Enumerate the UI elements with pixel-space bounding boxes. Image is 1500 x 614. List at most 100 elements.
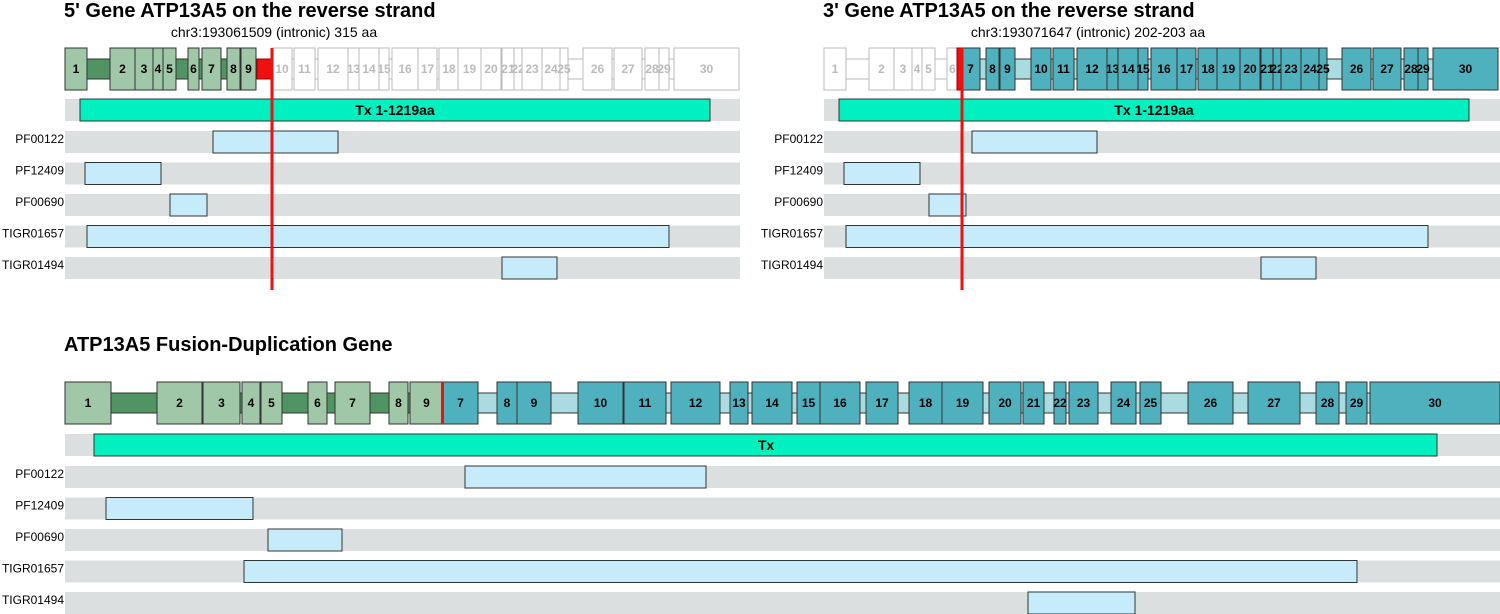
exon-box xyxy=(559,47,569,91)
exon-label: 21 xyxy=(501,62,515,76)
exon-label: 15 xyxy=(1136,62,1150,76)
intron-segment xyxy=(175,58,189,80)
exon-label: 6 xyxy=(949,62,956,76)
exon-label: 1 xyxy=(85,396,92,410)
exon-label: 3 xyxy=(218,396,225,410)
exon-label: 12 xyxy=(326,62,340,76)
exon-label: 12 xyxy=(1085,62,1099,76)
intron-segment xyxy=(897,392,910,414)
exon-label: 17 xyxy=(421,62,435,76)
exon-label: 9 xyxy=(245,62,252,76)
exon-box xyxy=(240,47,257,91)
exon-box xyxy=(1369,381,1500,425)
domain-box xyxy=(243,560,1358,583)
exon-box xyxy=(201,47,222,91)
exon-box xyxy=(1176,47,1197,91)
exon-label: 18 xyxy=(442,62,456,76)
domain-track xyxy=(65,466,1500,488)
exon-box xyxy=(516,381,552,425)
exon-box xyxy=(334,381,371,425)
exon-label: 26 xyxy=(1204,396,1218,410)
domain-box xyxy=(86,225,670,248)
exon-box xyxy=(260,381,283,425)
exon-box xyxy=(1247,381,1301,425)
exon-box xyxy=(673,47,740,91)
tx-label: Tx 1-1219aa xyxy=(355,102,435,118)
domain-track xyxy=(65,497,1500,520)
exon-box xyxy=(307,381,328,425)
domain-box xyxy=(84,162,162,185)
intron-segment xyxy=(281,392,309,414)
exon-box xyxy=(823,47,847,91)
exon-box xyxy=(187,47,200,91)
exon-box xyxy=(941,381,984,425)
breakpoint-segment xyxy=(256,58,273,80)
intron-segment xyxy=(220,58,228,80)
exon-label: 14 xyxy=(362,62,376,76)
exon-label: 8 xyxy=(504,396,511,410)
exon-box xyxy=(985,47,1000,91)
gene5-title: 5' Gene ATP13A5 on the reverse strand xyxy=(64,0,436,22)
exon-label: 20 xyxy=(998,396,1012,410)
domain-label: TIGR01494 xyxy=(2,593,64,607)
exon-label: 27 xyxy=(621,62,635,76)
exon-label: 2 xyxy=(878,62,885,76)
exon-box xyxy=(202,381,241,425)
exon-label: 8 xyxy=(395,396,402,410)
domain-track xyxy=(824,131,1500,153)
domain-label: PF00122 xyxy=(15,132,64,146)
exon-box xyxy=(1345,381,1368,425)
domain-box xyxy=(928,193,967,217)
exon-box xyxy=(388,381,409,425)
exon-label: 24 xyxy=(544,62,558,76)
domain-box xyxy=(212,130,339,154)
intron-segment xyxy=(982,392,990,414)
exon-label: 4 xyxy=(248,396,255,410)
exon-box xyxy=(1372,47,1402,91)
exon-box xyxy=(480,47,502,91)
intron-segment xyxy=(326,392,336,414)
exon-label: 3 xyxy=(900,62,907,76)
intron-segment xyxy=(550,392,579,414)
intron-segment xyxy=(1160,392,1189,414)
exon-label: 20 xyxy=(1243,62,1257,76)
intron-segment xyxy=(1135,392,1141,414)
domain-track xyxy=(65,592,1500,614)
tx-label: Tx 1-1219aa xyxy=(1114,102,1194,118)
exon-label: 8 xyxy=(989,62,996,76)
exon-box xyxy=(156,381,203,425)
exon-box xyxy=(613,47,643,91)
intron-segment xyxy=(1097,392,1112,414)
exon-box xyxy=(226,47,241,91)
intron-segment xyxy=(369,392,390,414)
exon-label: 10 xyxy=(594,396,608,410)
exon-box xyxy=(391,47,419,91)
gene3-subtitle: chr3:193071647 (intronic) 202-203 aa xyxy=(971,24,1205,40)
domain-track xyxy=(824,194,1500,216)
domain-label: PF00690 xyxy=(15,530,64,544)
exon-label: 17 xyxy=(1180,62,1194,76)
exon-box xyxy=(162,47,177,91)
exon-label: 19 xyxy=(956,396,970,410)
exon-box xyxy=(1239,47,1261,91)
exon-label: 4 xyxy=(914,62,921,76)
exon-box xyxy=(1053,381,1067,425)
domain-box xyxy=(1027,591,1136,614)
exon-label: 11 xyxy=(1057,62,1070,76)
exon-label: 14 xyxy=(765,396,779,410)
exon-box xyxy=(751,381,793,425)
exon-label: 28 xyxy=(1404,62,1418,76)
domain-label: TIGR01657 xyxy=(2,562,64,576)
exon-label: 6 xyxy=(314,396,321,410)
exon-label: 24 xyxy=(1117,396,1131,410)
domain-box xyxy=(464,465,707,489)
exon-box xyxy=(1318,47,1328,91)
exon-box xyxy=(442,381,479,425)
exon-box xyxy=(1315,381,1340,425)
intron-segment xyxy=(665,392,672,414)
exon-label: 11 xyxy=(639,396,652,410)
exon-label: 19 xyxy=(1222,62,1236,76)
exon-label: 11 xyxy=(298,62,311,76)
exon-box xyxy=(1022,381,1045,425)
domain-label: PF00122 xyxy=(15,467,64,481)
